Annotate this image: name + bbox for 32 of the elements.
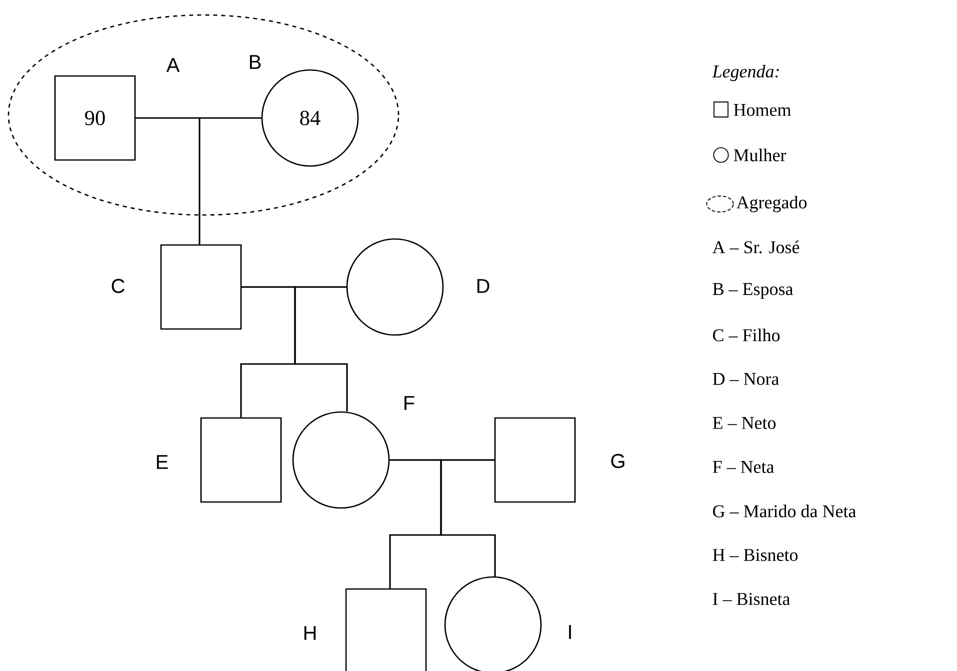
descent-line — [440, 459, 496, 576]
person-letter: D — [477, 279, 490, 293]
key-text: I – Bisneta — [712, 592, 790, 606]
legend-text: Agregado — [736, 196, 807, 212]
key-text: A – Sr. José — [712, 240, 800, 254]
person-letter: C — [112, 278, 124, 294]
male-square: 90 — [54, 75, 136, 161]
descent-line — [198, 117, 262, 244]
descent-line — [294, 286, 348, 412]
male-square — [200, 417, 282, 503]
key-text: H – Bisneto — [712, 548, 798, 562]
person-letter: B — [250, 55, 261, 69]
household-ellipse — [8, 14, 400, 216]
legend-text: Mulher — [734, 148, 786, 162]
person-letter: G — [611, 454, 624, 468]
female-circle — [292, 411, 390, 509]
person-letter: H — [304, 626, 316, 640]
male-square — [494, 417, 576, 503]
male-square — [160, 244, 242, 330]
key-text: D – Nora — [712, 373, 779, 385]
key-text: G – Marido da Neta — [713, 504, 856, 518]
key-text: E – Neto — [712, 417, 776, 429]
legend-text: Homem — [734, 104, 791, 116]
person-letter: I — [569, 625, 571, 639]
person-letter: E — [156, 455, 168, 469]
key-text: F – Neta — [712, 461, 774, 473]
legend-title: Legenda: — [712, 64, 779, 82]
key-text: C – Filho — [713, 328, 780, 342]
person-letter: F — [404, 396, 414, 410]
female-circle — [346, 238, 444, 336]
person-letter: A — [166, 58, 180, 72]
key-text: B – Esposa — [712, 283, 794, 299]
